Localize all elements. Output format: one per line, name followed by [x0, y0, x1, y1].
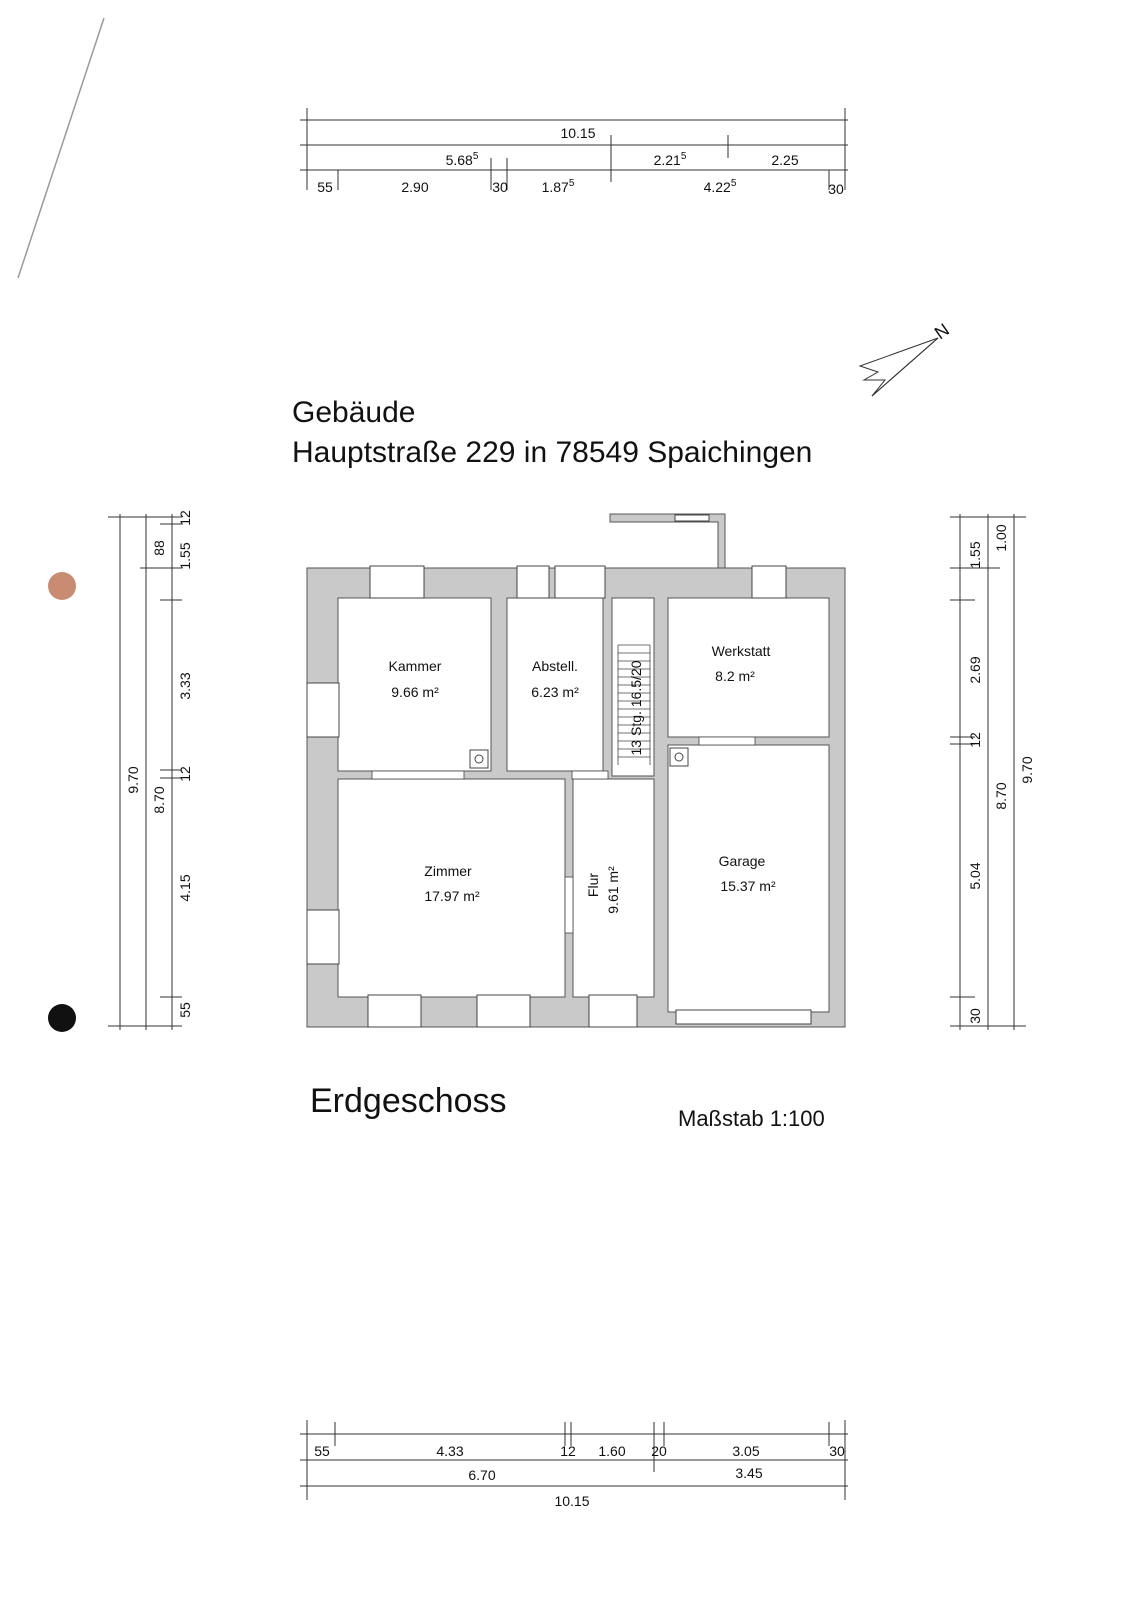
dim-left-detail-4: 12	[177, 766, 193, 782]
dim-bottom-detail-1: 55	[314, 1443, 330, 1459]
dim-top-detail-1: 55	[317, 179, 333, 195]
room-flur	[572, 778, 655, 998]
dim-right-mid: 8.70	[993, 782, 1009, 809]
floor-name: Erdgeschoss	[310, 1082, 507, 1120]
dim-top-mid-1: 5.685	[446, 151, 479, 168]
dim-bottom-detail-4: 1.60	[598, 1443, 625, 1459]
dim-top-mid-2: 2.215	[654, 151, 687, 168]
room-abstell	[506, 597, 604, 772]
room-label-werkstatt: Werkstatt	[712, 643, 771, 659]
window-zimmer-left	[306, 909, 340, 965]
dim-bottom-detail-7: 30	[829, 1443, 845, 1459]
dim-bottom-detail-2: 4.33	[436, 1443, 463, 1459]
chimney-icon-garage	[669, 747, 689, 767]
dim-bottom-detail-5: 20	[651, 1443, 667, 1459]
room-kammer	[337, 597, 492, 772]
building-address: Hauptstraße 229 in 78549 Spaichingen	[292, 436, 812, 469]
stairs-label: 13 Stg. 16.5/20	[628, 660, 644, 755]
dim-right-detail-1: 1.55	[967, 541, 983, 568]
room-area-flur: 9.61 m²	[605, 866, 621, 914]
dim-left-detail-5: 4.15	[177, 874, 193, 901]
room-label-kammer: Kammer	[389, 658, 442, 674]
window-zimmer-bottom-1	[367, 994, 422, 1028]
dim-right-total: 9.70	[1019, 756, 1035, 783]
dim-top-mid-3: 2.25	[771, 152, 798, 168]
hole-punch-mark	[48, 572, 76, 600]
dim-left-total: 9.70	[125, 766, 141, 793]
dim-bottom-detail-3: 12	[560, 1443, 576, 1459]
dim-left-detail-6: 55	[177, 1002, 193, 1018]
room-label-flur: Flur	[585, 873, 601, 897]
building-title: Gebäude	[292, 396, 415, 429]
room-garage	[667, 744, 830, 1013]
top-dimension-chain: 10.15 5.685 2.215 2.25 55 2.90 30 1.875 …	[300, 108, 848, 197]
floor-plan: Kammer 9.66 m² Abstell. 6.23 m² Werkstat…	[306, 513, 846, 1028]
dim-right-small: 1.00	[993, 524, 1009, 551]
dim-right-detail-4: 5.04	[967, 862, 983, 889]
left-dimension-chain: 9.70 8.70 88 12 1.55 3.33 12 4.15 55	[108, 510, 193, 1030]
dim-right-detail-3: 12	[967, 732, 983, 748]
scale-label: Maßstab 1:100	[678, 1106, 825, 1131]
dim-top-detail-5: 4.225	[704, 178, 737, 195]
hole-punch-mark-dark	[48, 1004, 76, 1032]
door-flur-bottom	[588, 994, 638, 1028]
room-area-kammer: 9.66 m²	[391, 684, 439, 700]
dim-bottom-total: 10.15	[554, 1493, 589, 1509]
entrance-canopy	[609, 513, 726, 569]
dim-left-detail-1: 12	[177, 510, 193, 526]
room-label-zimmer: Zimmer	[424, 863, 472, 879]
room-stairs	[611, 597, 655, 777]
room-area-zimmer: 17.97 m²	[424, 888, 480, 904]
windows	[306, 565, 812, 1028]
room-werkstatt	[667, 597, 830, 738]
window-abstell-top	[516, 565, 550, 599]
room-zimmer	[337, 778, 566, 998]
dim-left-small: 88	[151, 540, 167, 556]
dim-bottom-mid-1: 6.70	[468, 1467, 495, 1483]
dim-bottom-mid-2: 3.45	[735, 1465, 762, 1481]
window-kammer-top	[369, 565, 425, 599]
room-label-garage: Garage	[719, 853, 766, 869]
scan-mark-line	[17, 17, 105, 279]
north-arrow-icon: N	[858, 319, 953, 397]
garage-door	[675, 1009, 812, 1025]
dim-top-detail-2: 2.90	[401, 179, 428, 195]
window-zimmer-bottom-2	[476, 994, 531, 1028]
door-abstell-top	[554, 565, 606, 599]
dim-top-detail-6: 30	[828, 181, 844, 197]
room-area-abstell: 6.23 m²	[531, 684, 579, 700]
chimney-icon	[469, 749, 489, 769]
dim-top-total: 10.15	[560, 125, 595, 141]
right-dimension-chain: 1.55 2.69 12 5.04 30 1.00 8.70 9.70	[950, 514, 1035, 1030]
dim-bottom-detail-6: 3.05	[732, 1443, 759, 1459]
room-area-werkstatt: 8.2 m²	[715, 668, 755, 684]
dim-left-detail-2: 1.55	[177, 542, 193, 569]
dim-right-detail-2: 2.69	[967, 656, 983, 683]
dim-right-detail-5: 30	[967, 1008, 983, 1024]
dim-left-detail-3: 3.33	[177, 672, 193, 699]
bottom-dimension-chain: 55 4.33 12 1.60 20 3.05 30 6.70 3.45 10.…	[300, 1420, 848, 1509]
interior-doors	[371, 736, 756, 934]
room-label-abstell: Abstell.	[532, 658, 578, 674]
dim-top-detail-4: 1.875	[542, 178, 575, 195]
window-werkstatt-top	[751, 565, 787, 599]
room-area-garage: 15.37 m²	[720, 878, 776, 894]
stair-treads	[617, 644, 651, 765]
dim-left-mid: 8.70	[151, 786, 167, 813]
dim-top-detail-3: 30	[492, 179, 508, 195]
window-kammer-left	[306, 682, 340, 738]
